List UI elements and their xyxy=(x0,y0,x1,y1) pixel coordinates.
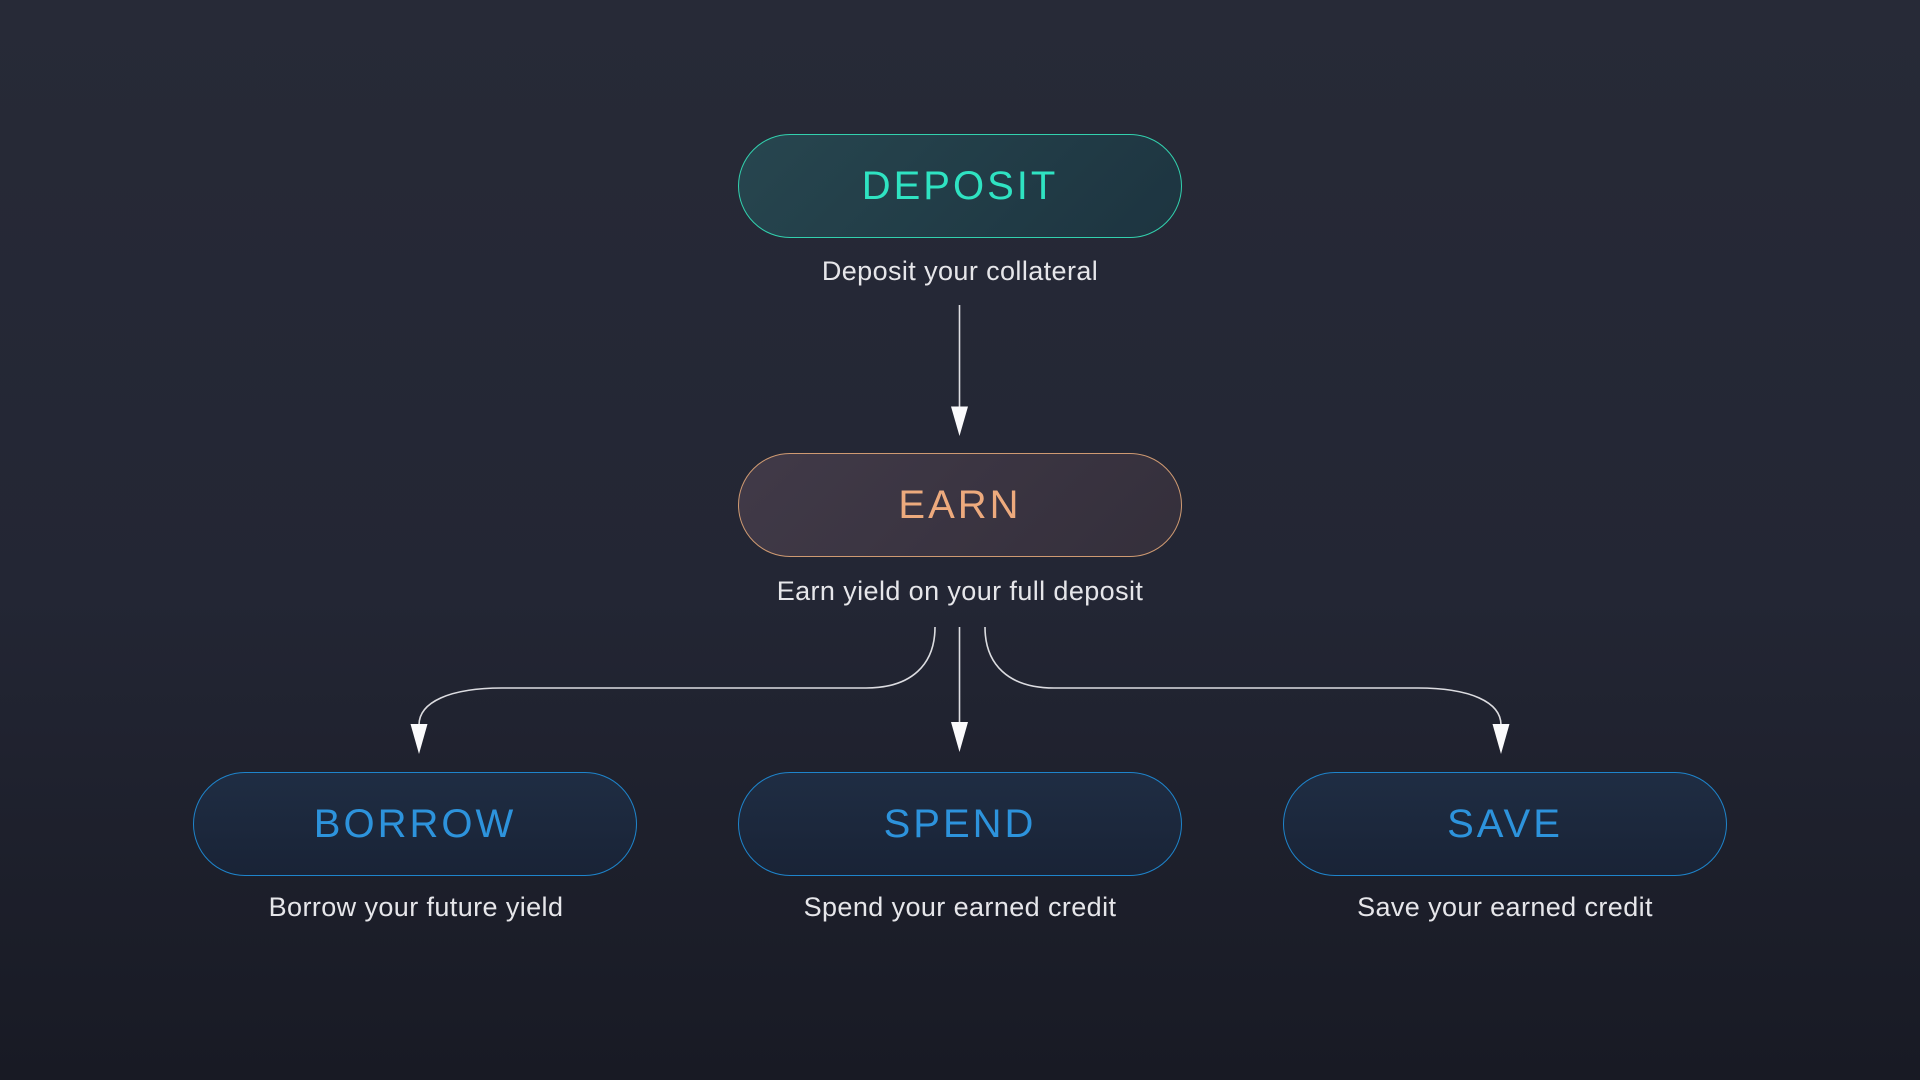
node-save-caption: Save your earned credit xyxy=(1357,892,1653,922)
node-save: SAVE xyxy=(1283,772,1727,876)
node-earn-label: EARN xyxy=(898,482,1022,527)
edge-earn-to-borrow xyxy=(410,626,936,754)
node-borrow: BORROW xyxy=(193,772,637,876)
node-deposit: DEPOSIT xyxy=(738,134,1182,238)
node-earn: EARN xyxy=(738,453,1182,557)
node-earn-caption: Earn yield on your full deposit xyxy=(776,576,1144,606)
node-deposit-label: DEPOSIT xyxy=(861,163,1059,208)
node-borrow-label: BORROW xyxy=(313,801,517,846)
node-deposit-caption: Deposit your collateral xyxy=(821,256,1099,286)
arrowhead-spend xyxy=(951,722,968,752)
node-spend-label: SPEND xyxy=(883,801,1037,846)
edge-earn-to-spend xyxy=(951,627,968,752)
arrowhead-earn xyxy=(951,406,968,436)
edge-deposit-to-earn xyxy=(951,305,968,436)
arrowhead-save xyxy=(1492,724,1510,754)
node-spend-caption: Spend your earned credit xyxy=(803,892,1117,922)
node-spend: SPEND xyxy=(738,772,1182,876)
node-borrow-caption: Borrow your future yield xyxy=(268,892,564,922)
arrowhead-borrow xyxy=(410,724,428,754)
node-save-label: SAVE xyxy=(1447,801,1563,846)
edge-earn-to-save xyxy=(984,626,1510,754)
